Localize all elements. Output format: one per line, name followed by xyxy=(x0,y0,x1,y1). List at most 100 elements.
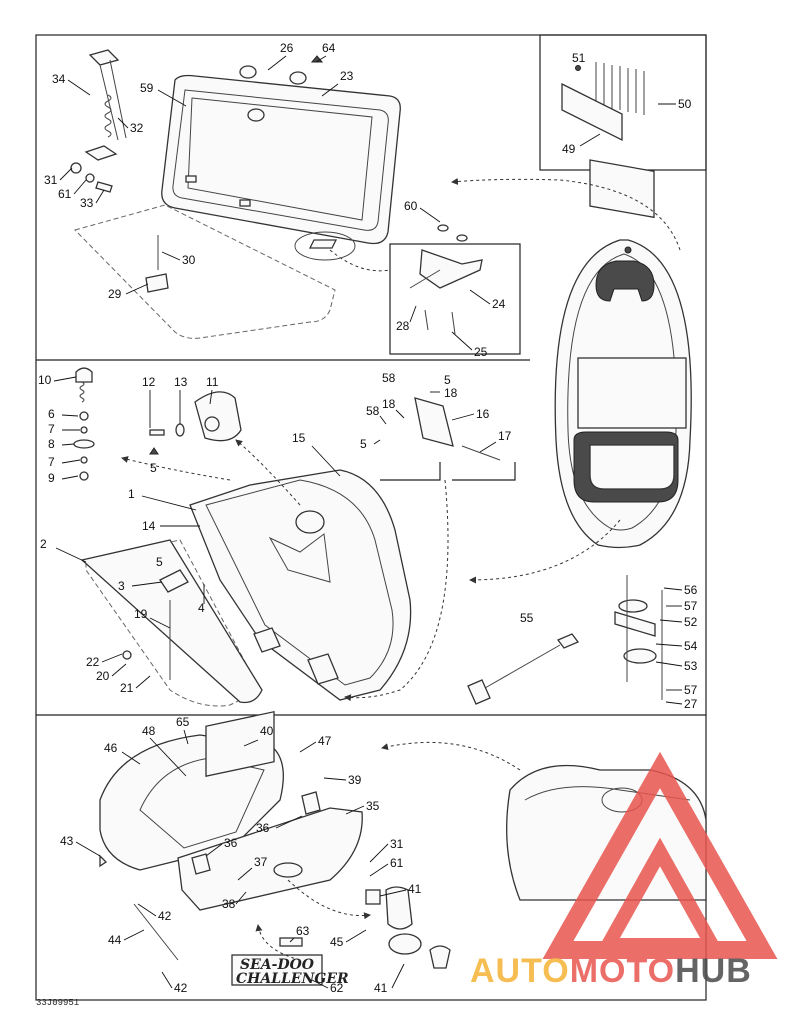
callout-34: 34 xyxy=(52,72,66,86)
callout-15: 15 xyxy=(292,431,306,445)
callout-14: 14 xyxy=(142,519,156,533)
callout-31: 31 xyxy=(44,173,58,187)
watermark-text-b: MOTO xyxy=(570,952,675,990)
leader-line xyxy=(345,805,365,815)
callout-62: 62 xyxy=(330,981,344,995)
callout-7: 7 xyxy=(48,422,55,436)
leader-line xyxy=(311,979,329,989)
callout-9: 9 xyxy=(48,471,55,485)
leader-line xyxy=(53,376,77,382)
callout-64: 64 xyxy=(322,41,336,55)
callout-51: 51 xyxy=(572,51,586,65)
leader-line xyxy=(101,653,123,663)
leader-line xyxy=(237,867,253,881)
callout-17: 17 xyxy=(498,429,512,443)
leader-line xyxy=(409,305,417,323)
callout-45: 45 xyxy=(330,935,344,949)
leader-line xyxy=(323,777,347,781)
callout-44: 44 xyxy=(108,933,122,947)
leader-line xyxy=(479,441,497,453)
callout-7: 7 xyxy=(48,455,55,469)
leader-line xyxy=(135,675,151,689)
leader-line xyxy=(373,439,381,445)
callout-26: 26 xyxy=(280,41,294,55)
callout-24: 24 xyxy=(492,297,506,311)
leader-line xyxy=(121,751,141,765)
leader-line xyxy=(161,251,181,261)
leader-line xyxy=(391,963,405,989)
callout-53: 53 xyxy=(684,659,698,673)
leader-line xyxy=(379,889,407,897)
leader-line xyxy=(149,617,171,629)
callout-41: 41 xyxy=(408,882,422,896)
leader-line xyxy=(369,843,389,863)
callout-41: 41 xyxy=(374,981,388,995)
callout-39: 39 xyxy=(348,773,362,787)
leader-line xyxy=(243,739,259,747)
leader-line xyxy=(125,283,149,295)
callout-4: 4 xyxy=(198,601,205,615)
callout-27: 27 xyxy=(684,697,698,711)
leader-line xyxy=(67,79,91,96)
leader-line xyxy=(579,133,601,147)
callout-33: 33 xyxy=(80,196,94,210)
leader-line xyxy=(469,289,491,305)
callout-46: 46 xyxy=(104,741,118,755)
callout-36: 36 xyxy=(256,821,270,835)
leader-line xyxy=(655,661,683,667)
callout-32: 32 xyxy=(130,121,144,135)
callout-63: 63 xyxy=(296,924,310,938)
leader-line xyxy=(131,581,163,587)
sea-doo-decal: SEA-DOO CHALLENGER xyxy=(231,954,349,987)
callout-57: 57 xyxy=(684,599,698,613)
leader-line xyxy=(117,117,129,129)
leader-line xyxy=(209,389,213,405)
automotohub-watermark: AUTOMOTOHUB xyxy=(470,751,778,990)
callout-40: 40 xyxy=(260,724,274,738)
watermark-text-c: HUB xyxy=(675,952,752,990)
cable-and-mount-parts xyxy=(467,575,663,705)
callout-56: 56 xyxy=(684,583,698,597)
hinge-bracket-24 xyxy=(389,224,521,355)
callout-11: 11 xyxy=(206,375,219,389)
callout-43: 43 xyxy=(60,834,74,848)
leader-line xyxy=(59,167,73,181)
callout-28: 28 xyxy=(396,319,410,333)
callout-37: 37 xyxy=(254,855,268,869)
callout-10: 10 xyxy=(38,373,52,387)
callout-58: 58 xyxy=(366,404,380,418)
leader-line xyxy=(275,815,303,829)
callout-5: 5 xyxy=(360,437,367,451)
callout-21: 21 xyxy=(120,681,134,695)
grille-inset xyxy=(561,62,655,219)
callout-55: 55 xyxy=(520,611,534,625)
knob-26 xyxy=(239,65,257,79)
callout-12: 12 xyxy=(142,375,156,389)
leader-line xyxy=(267,55,287,71)
leader-line xyxy=(111,663,127,677)
leader-line xyxy=(345,929,367,943)
leader-line xyxy=(73,179,87,195)
callout-61: 61 xyxy=(390,856,404,870)
leader-line xyxy=(289,937,295,943)
leader-line xyxy=(75,841,101,857)
callout-60: 60 xyxy=(404,199,418,213)
callout-18: 18 xyxy=(444,386,458,400)
callout-47: 47 xyxy=(318,734,332,748)
leader-line xyxy=(141,495,197,511)
callout-49: 49 xyxy=(562,142,576,156)
callout-2: 2 xyxy=(40,537,47,551)
leader-line xyxy=(663,587,683,591)
callout-65: 65 xyxy=(176,715,190,729)
leader-line xyxy=(659,619,683,623)
callout-5: 5 xyxy=(156,555,163,569)
callout-57: 57 xyxy=(684,683,698,697)
callout-18: 18 xyxy=(382,397,396,411)
leader-line xyxy=(205,843,223,857)
screw-64 xyxy=(310,55,324,63)
callout-22: 22 xyxy=(86,655,100,669)
callout-20: 20 xyxy=(96,669,110,683)
callout-52: 52 xyxy=(684,615,698,629)
